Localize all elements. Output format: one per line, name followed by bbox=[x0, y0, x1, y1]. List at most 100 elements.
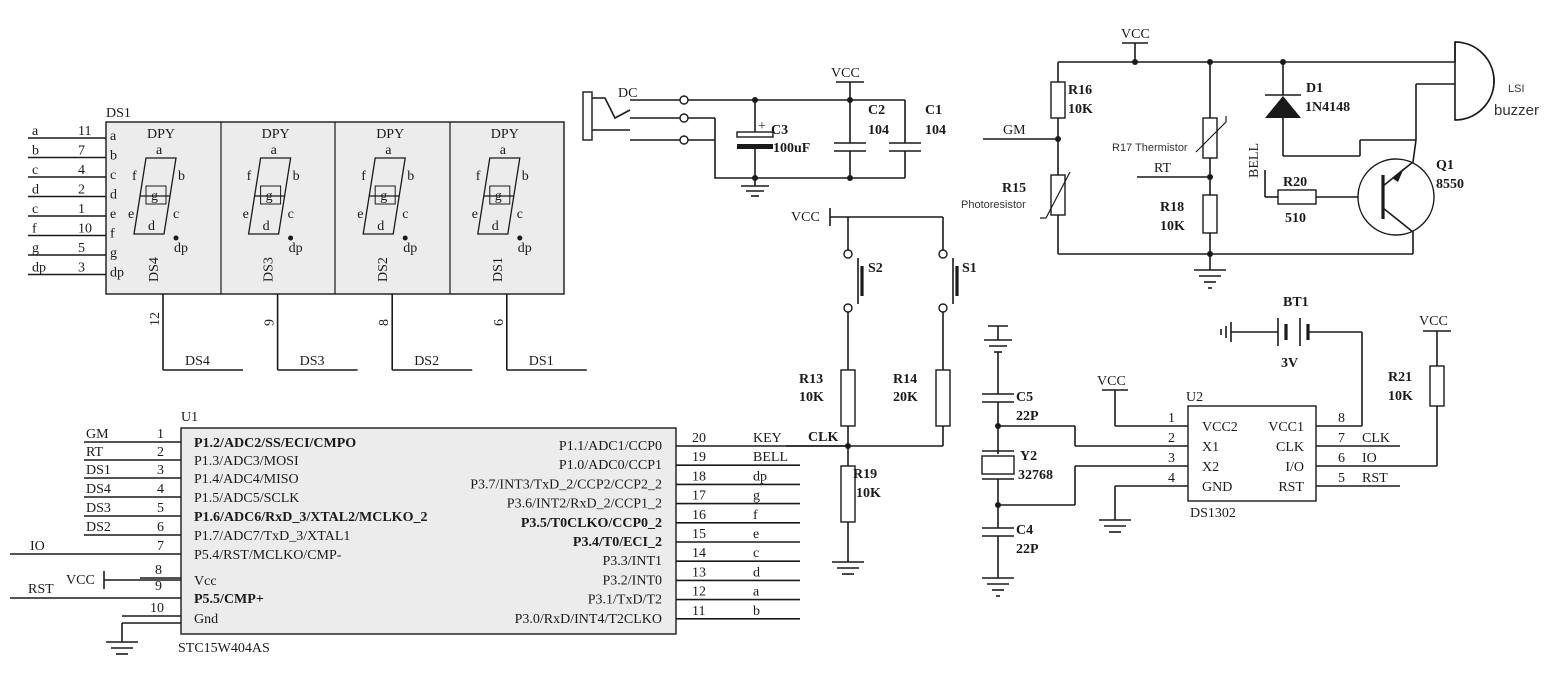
mcu-right-num: 18 bbox=[692, 469, 706, 484]
digit-type: DPY bbox=[262, 127, 290, 142]
seg-a: a bbox=[385, 143, 392, 158]
seg-c: c bbox=[402, 207, 408, 222]
mcu-right-num: 17 bbox=[692, 489, 706, 504]
digit-pin: 6 bbox=[492, 319, 507, 326]
mcu-body bbox=[180, 427, 677, 635]
segment-pin-name: dp bbox=[32, 261, 46, 276]
keys-section: VCC S2 S1 R13 10K R14 20K R19 10K bbox=[791, 208, 977, 575]
rtc-right-num: 6 bbox=[1338, 451, 1345, 466]
display-ref: DS1 bbox=[106, 106, 131, 121]
segment-pin-name: a bbox=[32, 124, 39, 139]
segment-pin-number: 7 bbox=[78, 144, 85, 159]
c4-ref: C4 bbox=[1016, 523, 1033, 538]
buzzer-shape bbox=[1454, 41, 1495, 121]
digit-net: DS1 bbox=[529, 354, 554, 369]
gm-net-label: GM bbox=[1003, 123, 1026, 138]
seg-b: b bbox=[522, 169, 529, 184]
seg-a: a bbox=[271, 143, 278, 158]
mcu-left-name: P5.4/RST/MCLKO/CMP- bbox=[194, 548, 342, 563]
segment-pin-number: 11 bbox=[78, 124, 91, 139]
r21-resistor bbox=[1429, 365, 1445, 407]
segment-pin-inner: c bbox=[110, 168, 116, 183]
rtc-right-pin: 6I/OIO bbox=[1285, 451, 1376, 475]
mcu-right-num: 20 bbox=[692, 431, 706, 446]
c3-value: 100uF bbox=[773, 141, 810, 156]
mcu-ref: U1 bbox=[181, 410, 198, 425]
mcu-vcc-label: VCC bbox=[66, 573, 95, 588]
mcu-right-net: f bbox=[753, 508, 758, 523]
d1-value: 1N4148 bbox=[1305, 100, 1350, 115]
segment-pin-inner: a bbox=[110, 129, 117, 144]
svg-text:P5.5/CMP+: P5.5/CMP+ bbox=[194, 592, 264, 607]
q1-value: 8550 bbox=[1436, 177, 1464, 192]
digit-net: DS2 bbox=[414, 354, 439, 369]
segment-pin-name: g bbox=[32, 241, 39, 256]
svg-text:9: 9 bbox=[155, 579, 162, 594]
rtc-left-num: 1 bbox=[1168, 411, 1175, 426]
r21-value: 10K bbox=[1388, 389, 1413, 404]
seg-f: f bbox=[476, 169, 481, 184]
r20-value: 510 bbox=[1285, 211, 1306, 226]
seg-dp: dp bbox=[289, 241, 303, 256]
s2-label: S2 bbox=[868, 261, 883, 276]
digit-outline bbox=[133, 157, 177, 235]
r16-ref: R16 bbox=[1068, 83, 1092, 98]
r15-ref: R15 bbox=[1002, 181, 1026, 196]
mcu-left-net: DS2 bbox=[86, 520, 111, 535]
mcu-right-num: 14 bbox=[692, 546, 706, 561]
seg-e: e bbox=[243, 207, 249, 222]
mcu-right-name: P1.1/ADC1/CCP0 bbox=[559, 439, 662, 454]
bell-net-label: BELL bbox=[1247, 143, 1262, 178]
segment-pin-number: 3 bbox=[78, 261, 85, 276]
mcu-right-net: dp bbox=[753, 469, 767, 484]
r18-value: 10K bbox=[1160, 219, 1185, 234]
digit-pin: 12 bbox=[148, 312, 163, 326]
seg-e: e bbox=[357, 207, 363, 222]
s1-label: S1 bbox=[962, 261, 977, 276]
r13-resistor bbox=[840, 369, 856, 427]
segment-pin-inner: dp bbox=[110, 266, 124, 281]
mcu-right-name: P3.3/INT1 bbox=[603, 554, 663, 569]
rtc-left-pin: 2X1 bbox=[1168, 431, 1219, 455]
r21-ref: R21 bbox=[1388, 370, 1412, 385]
d1-ref: D1 bbox=[1306, 81, 1323, 96]
r17-note: R17 Thermistor bbox=[1112, 142, 1188, 154]
rtc-left-name: VCC2 bbox=[1202, 420, 1238, 435]
mcu-right-net: d bbox=[753, 565, 760, 580]
r20-resistor bbox=[1277, 189, 1317, 205]
seg-a: a bbox=[156, 143, 163, 158]
rtc-section: C5 22P Y2 32768 C4 22P VCC bbox=[981, 295, 1451, 597]
c2-ref: C2 bbox=[868, 103, 885, 118]
mcu-right-name: P3.5/T0CLKO/CCP0_2 bbox=[521, 516, 662, 531]
digit-outline bbox=[247, 157, 292, 235]
c1-value: 104 bbox=[925, 123, 946, 138]
digit-pin: 8 bbox=[377, 319, 392, 326]
digit-type: DPY bbox=[147, 127, 175, 142]
seg-f: f bbox=[361, 169, 366, 184]
c2-value: 104 bbox=[868, 123, 889, 138]
seg-d: d bbox=[263, 219, 270, 234]
mcu-left-num: 1 bbox=[157, 427, 164, 442]
seg-d: d bbox=[148, 219, 155, 234]
segment-pin-number: 4 bbox=[78, 163, 85, 178]
r16-value: 10K bbox=[1068, 102, 1093, 117]
r18-ref: R18 bbox=[1160, 200, 1184, 215]
